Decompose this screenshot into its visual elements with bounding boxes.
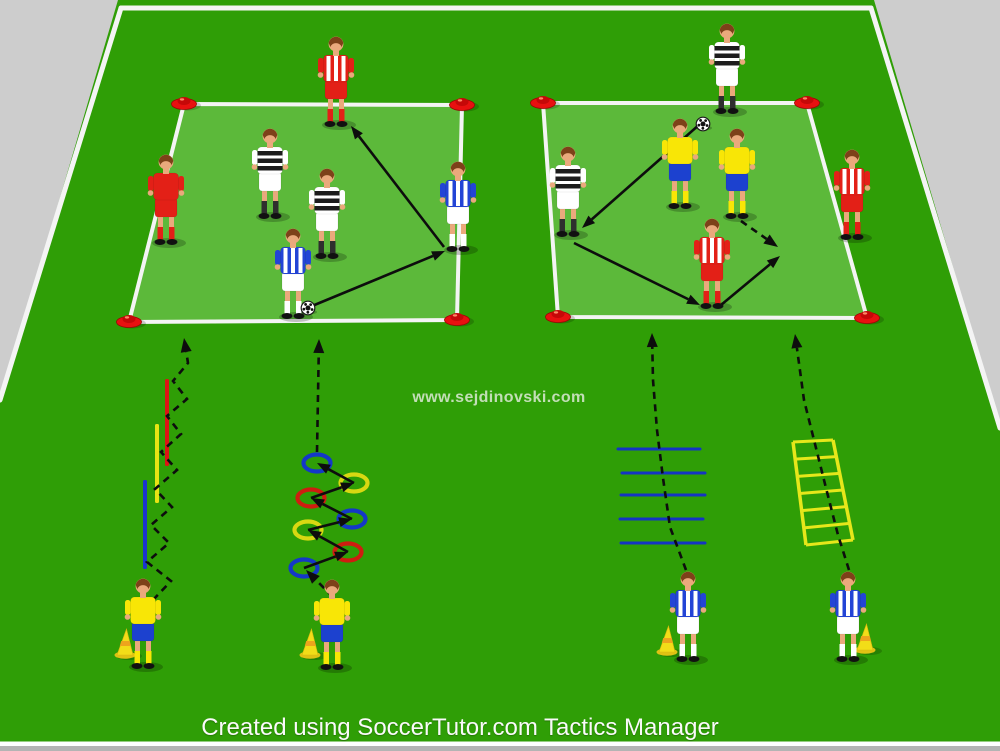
run-arrow [646,333,688,571]
pass-arrow [308,530,349,554]
slalom-pole [165,379,169,466]
tall-cone [656,624,684,657]
player-hoops [251,128,290,222]
player-red_stripes [693,218,732,312]
player-blue_stripes [439,161,478,255]
pass-arrow [311,498,353,521]
disc-cone [545,310,575,324]
player-red [147,154,186,248]
player-hoops [549,146,588,240]
disc-cone [530,96,560,110]
slalom-pole [155,424,159,503]
player-blue_stripes [669,571,708,665]
player-yellow [124,578,163,672]
footer-line [0,741,1000,746]
soccer-ball [300,300,317,316]
player-hoops [708,23,747,117]
run-arrow [313,339,325,453]
run-arrow [791,334,851,571]
pitch-boundary-line [0,5,124,403]
pitch-boundary-line [868,5,1000,431]
tall-cone [299,627,327,660]
disc-cone [854,311,884,325]
pass-arrow [311,251,445,308]
agility-ring [292,519,324,541]
player-red_stripes [317,36,356,130]
pass-arrow [307,517,352,532]
pass-arrow [351,126,446,248]
disc-cone [116,315,146,329]
agility-ring [288,557,320,579]
watermark-text: www.sejdinovski.com [412,389,586,406]
player-yellow [661,118,700,212]
player-blue_stripes [829,571,868,665]
pass-arrow [317,463,355,485]
pass-arrow [310,482,354,500]
agility-ladder [791,438,855,547]
player-red_stripes [833,149,872,243]
disc-cone [449,98,479,112]
disc-cone [171,97,201,111]
agility-ring [295,487,327,509]
player-yellow [718,128,757,222]
run-arrow [144,338,192,601]
disc-cone [794,96,824,110]
run-arrow [740,219,778,247]
player-blue_stripes [274,228,313,322]
footer-bar [0,746,1000,751]
pass-arrow [573,241,700,305]
agility-ring [336,508,368,530]
player-yellow [313,579,352,673]
slalom-pole [143,480,147,569]
pass-arrow [303,551,348,570]
agility-ring [301,452,333,474]
credit-caption: Created using SoccerTutor.com Tactics Ma… [201,714,719,741]
disc-cone [444,313,474,327]
player-hoops [308,168,347,262]
tall-cone [854,622,882,655]
soccer-ball [695,116,712,132]
pass-arrow [720,256,780,307]
